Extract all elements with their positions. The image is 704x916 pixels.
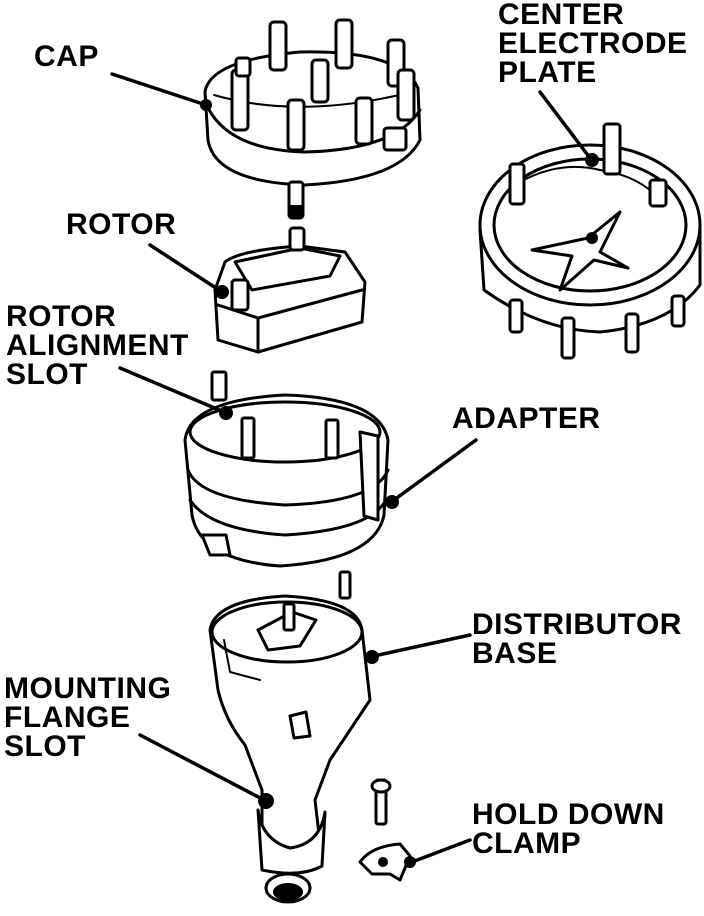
label-mounting-flange-slot: MOUNTING FLANGE SLOT — [4, 672, 172, 763]
label-rotor-alignment-slot-line-3: SLOT — [6, 358, 88, 391]
hold-down-clamp-part — [358, 778, 412, 882]
label-cap-line-1: CAP — [34, 40, 99, 73]
label-rotor-alignment-slot-line-1: ROTOR — [6, 300, 117, 333]
leader-center-electrode-plate — [538, 90, 592, 160]
label-hold-down-clamp-line-2: CLAMP — [472, 827, 582, 860]
label-adapter-line-1: ADAPTER — [452, 402, 601, 435]
label-mounting-flange-slot-line-3: SLOT — [4, 730, 86, 763]
leader-mounting-flange-slot — [138, 733, 266, 802]
leader-cap — [110, 72, 208, 107]
label-distributor-base-line-2: BASE — [472, 637, 558, 670]
leader-lines — [110, 72, 599, 868]
leader-rotor-alignment-slot — [118, 366, 226, 414]
label-center-electrode-plate: CENTER ELECTRODE PLATE — [498, 0, 688, 89]
label-center-electrode-plate-line-3: PLATE — [498, 56, 597, 89]
adapter-part — [183, 370, 390, 568]
label-center-electrode-plate-line-1: CENTER — [498, 0, 625, 31]
label-rotor-line-1: ROTOR — [66, 208, 177, 241]
center-electrode-plate-part — [478, 122, 702, 360]
leader-hold-down-clamp — [410, 838, 472, 864]
label-center-electrode-plate-line-2: ELECTRODE — [498, 27, 688, 60]
label-adapter: ADAPTER — [452, 402, 601, 435]
label-mounting-flange-slot-line-2: FLANGE — [4, 701, 131, 734]
label-mounting-flange-slot-line-1: MOUNTING — [4, 672, 172, 705]
label-hold-down-clamp: HOLD DOWN CLAMP — [472, 798, 665, 860]
leader-rotor — [148, 243, 224, 294]
leader-distributor-base — [372, 633, 472, 658]
leader-adapter — [392, 438, 478, 502]
label-rotor-alignment-slot: ROTOR ALIGNMENT SLOT — [6, 300, 189, 391]
label-cap: CAP — [34, 40, 99, 73]
label-distributor-base-line-1: DISTRIBUTOR — [472, 608, 682, 641]
distributor-base-part — [208, 570, 372, 904]
rotor-part — [213, 226, 367, 354]
label-rotor: ROTOR — [66, 208, 177, 241]
label-hold-down-clamp-line-1: HOLD DOWN — [472, 798, 665, 831]
cap-part — [203, 18, 422, 220]
label-distributor-base: DISTRIBUTOR BASE — [472, 608, 682, 670]
label-rotor-alignment-slot-line-2: ALIGNMENT — [6, 329, 189, 362]
